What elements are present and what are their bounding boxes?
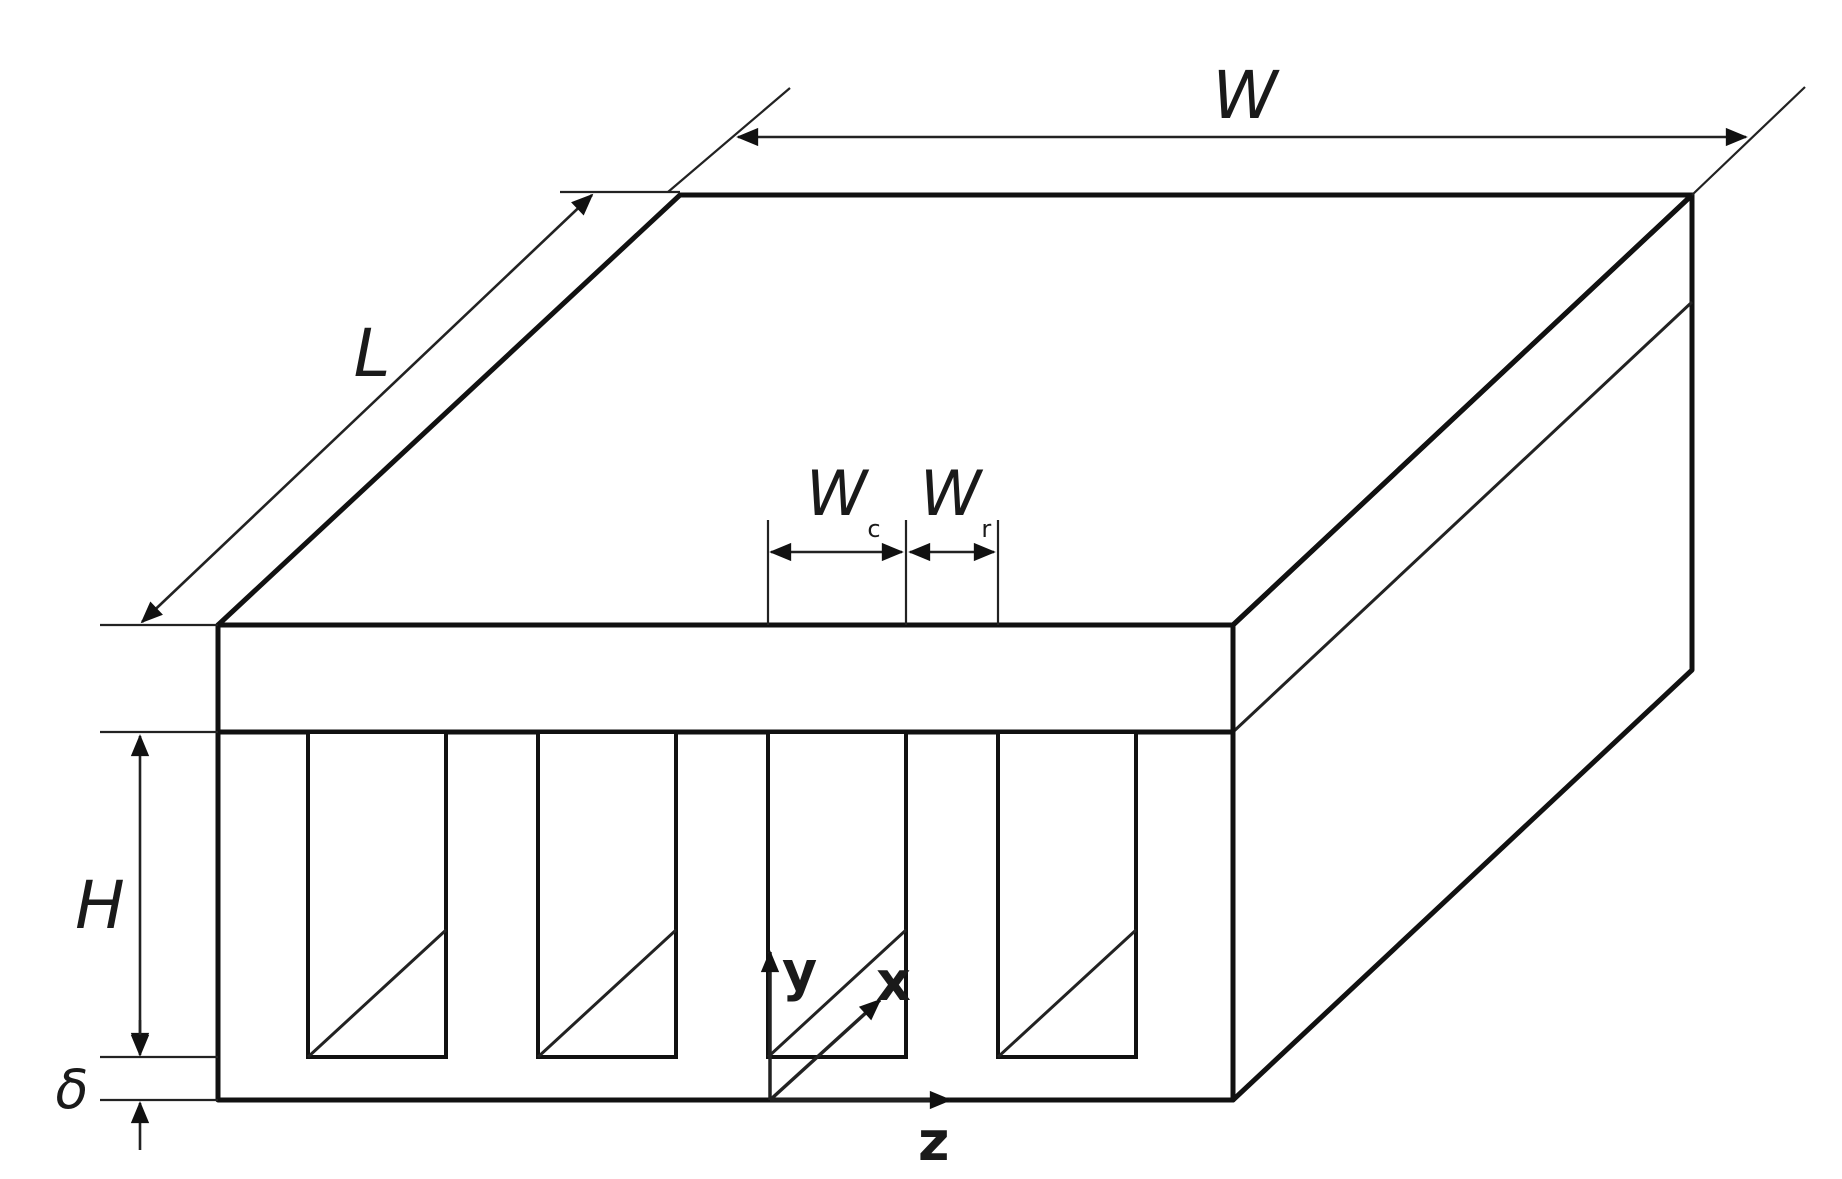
dimension-h: H xyxy=(75,730,218,1059)
dimension-delta: δ xyxy=(55,1020,218,1150)
right-face-cover-line xyxy=(1231,300,1694,734)
cover-plate-section xyxy=(215,622,1236,735)
w-extension-left xyxy=(667,87,791,193)
dimension-l: L xyxy=(100,190,680,627)
h-label: H xyxy=(75,867,125,944)
wc-label-sub: c xyxy=(867,515,880,543)
channel-depth-line xyxy=(766,928,908,1059)
w-extension-right xyxy=(1691,86,1806,196)
right-face xyxy=(1230,192,1695,1103)
dimension-w: W xyxy=(667,57,1806,196)
coordinate-axes: y x z xyxy=(760,940,952,1173)
channel xyxy=(996,730,1138,1059)
l-label: L xyxy=(354,315,391,392)
heat-sink-body xyxy=(215,192,1695,1103)
z-axis-label: z xyxy=(918,1110,949,1173)
dimension-wc-wr: Wc Wr xyxy=(766,457,1000,625)
channels xyxy=(306,730,1138,1059)
x-axis-label: x xyxy=(876,950,911,1013)
wc-label: Wc xyxy=(806,457,881,543)
channel-depth-line xyxy=(996,928,1138,1059)
channel-depth-line xyxy=(536,928,678,1059)
wr-label-sub: r xyxy=(981,515,991,543)
channel-base-section xyxy=(215,729,1236,1103)
x-axis-arrow xyxy=(768,998,882,1102)
wr-label: Wr xyxy=(920,457,991,543)
delta-label: δ xyxy=(55,1058,88,1121)
y-axis-label: y xyxy=(782,940,817,1003)
channel-depth-line xyxy=(306,928,448,1059)
channel xyxy=(306,730,448,1059)
channel xyxy=(536,730,678,1059)
top-face xyxy=(215,192,1695,628)
wr-label-main: W xyxy=(920,457,984,530)
channel xyxy=(766,730,908,1059)
l-dimension-arrow xyxy=(140,193,594,624)
wc-label-main: W xyxy=(806,457,870,530)
w-label: W xyxy=(1212,57,1280,134)
